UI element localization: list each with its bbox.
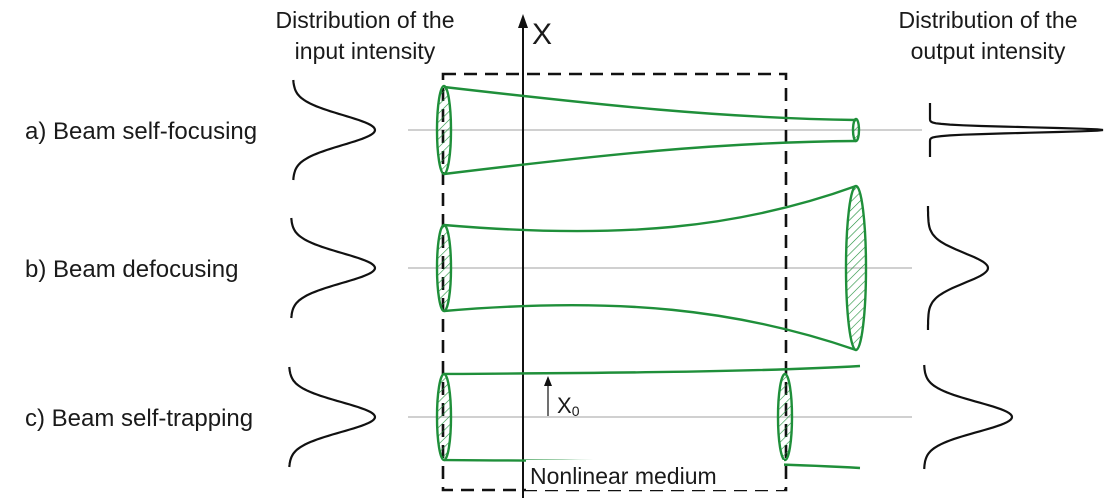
beam-c-upper-edge [443,364,861,376]
x-axis-label: X [532,18,552,51]
beam-a-lower-edge [443,139,857,176]
beam-b-lower-edge [443,303,857,352]
x-axis-arrowhead [518,14,528,28]
output-profile-a [928,103,1104,157]
x0-label-subscript: 0 [572,403,580,419]
medium-label-backdrop [526,460,784,490]
beam-c-output-cross-section [776,372,794,462]
beam-c-input-cross-section [435,372,453,462]
input-heading-line-2: input intensity [295,38,436,64]
output-intensity-profiles [923,103,1104,470]
beam-a-input-cross-section [435,84,453,176]
x0-marker [544,376,552,416]
x0-marker-arrowhead [544,376,552,386]
beam-a-output-cross-section [851,117,861,143]
beam-b-output-cross-section [844,184,868,352]
case-b-label: b) Beam defocusing [25,256,238,283]
input-intensity-profiles [288,79,377,468]
beam-b-input-cross-section [435,223,453,313]
beam-defocusing [435,184,868,352]
output-heading-line-2: output intensity [911,38,1066,64]
case-a-label: a) Beam self-focusing [25,118,257,145]
input-profile-a [292,79,377,181]
beam-a-upper-edge [443,85,857,122]
output-heading-line-1: Distribution of the [899,7,1078,33]
x-axis [518,14,528,498]
beam-b-upper-edge [443,184,857,233]
beam-self-focusing [435,84,861,176]
output-profile-c [923,364,1014,470]
input-heading-line-1: Distribution of the [276,7,455,33]
output-profile-b [926,206,990,330]
nonlinear-medium-box [441,72,788,492]
propagation-axes [408,129,922,418]
medium-label: Nonlinear medium [530,463,717,489]
case-c-label: c) Beam self-trapping [25,405,253,432]
input-profile-b [290,217,377,319]
x0-label-main: X [557,393,572,418]
x0-label: X0 [557,393,580,419]
input-profile-c [288,366,377,468]
